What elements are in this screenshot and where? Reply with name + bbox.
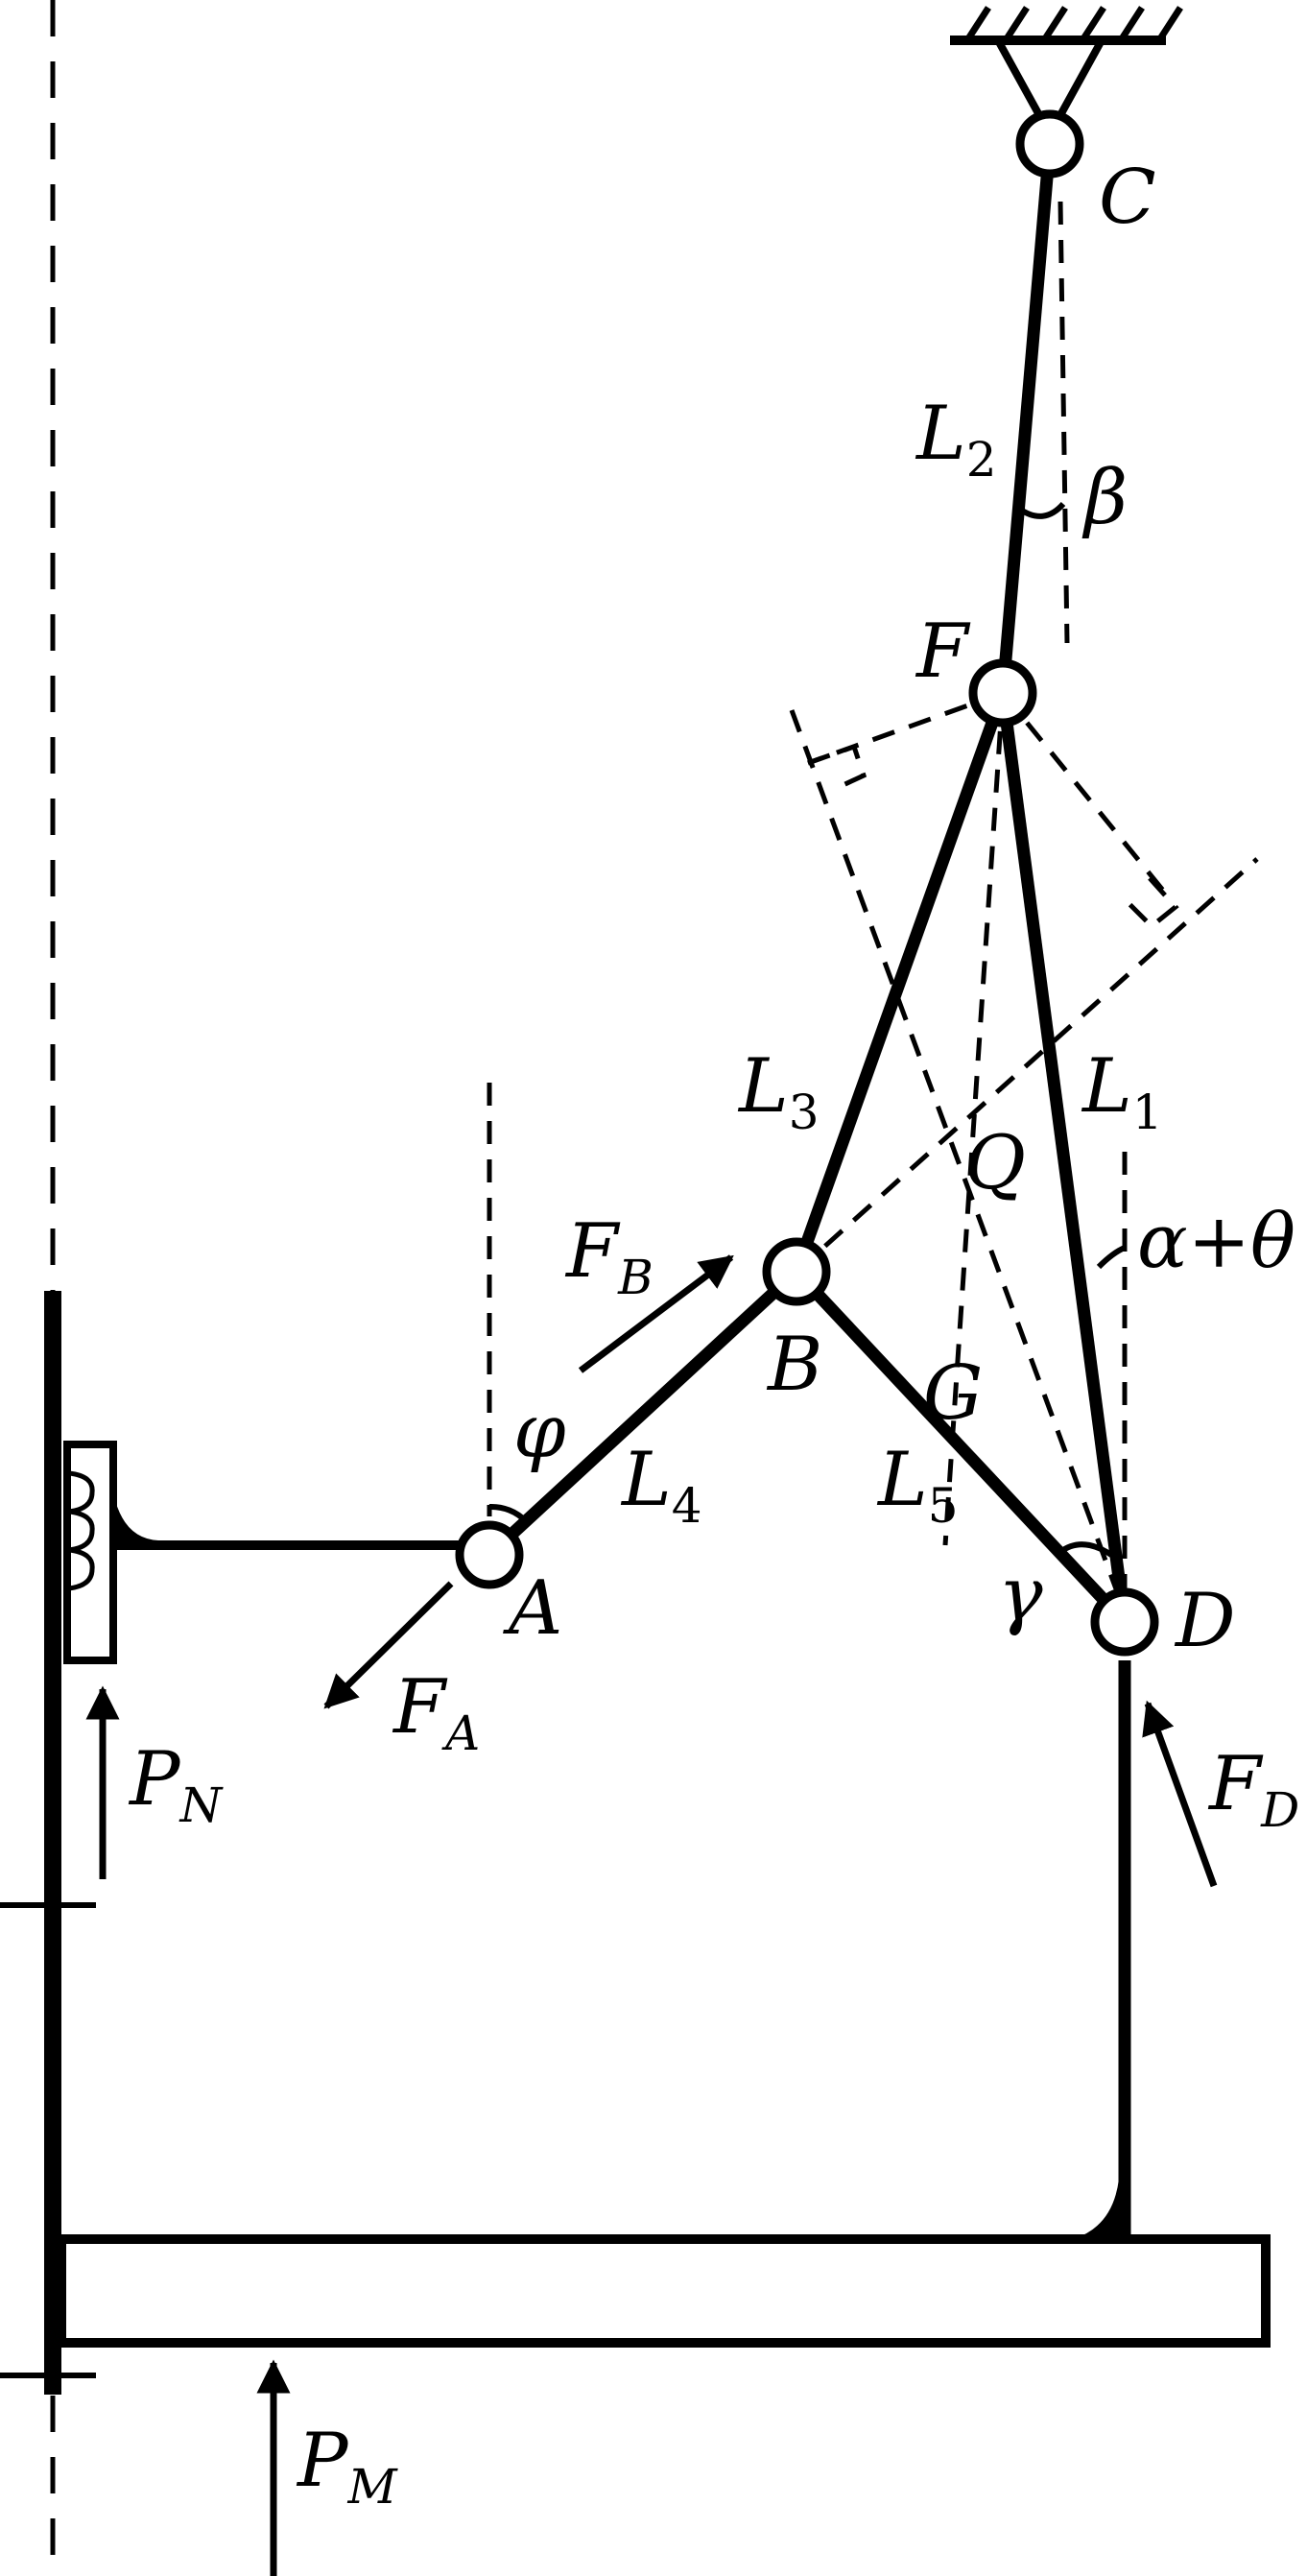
label-L1: L1	[1081, 1043, 1163, 1140]
label-C: C	[1099, 155, 1156, 241]
label-D: D	[1174, 1578, 1236, 1664]
label-L3: L3	[737, 1043, 820, 1140]
label-FD: FD	[1207, 1741, 1299, 1838]
label-A: A	[503, 1565, 562, 1652]
frame	[0, 1291, 1271, 2395]
spring-icon	[68, 1470, 95, 1591]
label-alpha-theta: α+θ	[1137, 1199, 1295, 1285]
base-plate	[57, 2234, 1271, 2348]
labels: C F Q B G A D L2 L3 L1 L4 L5 β φ γ α+θ F…	[128, 155, 1299, 2515]
label-PN: PN	[128, 1736, 224, 1833]
joints	[455, 109, 1159, 1657]
label-Q: Q	[964, 1120, 1026, 1206]
link-L4	[485, 1267, 801, 1560]
joint-C	[1015, 109, 1084, 179]
joint-F	[968, 658, 1037, 727]
arrow-FB	[578, 1254, 734, 1373]
link-L2	[996, 143, 1057, 694]
arrow-FA	[323, 1581, 454, 1709]
link-L1	[996, 692, 1131, 1623]
force-arrows	[85, 1254, 1218, 2576]
joint-B	[762, 1237, 831, 1306]
arrow-FD	[1142, 1700, 1218, 1888]
label-G: G	[923, 1350, 983, 1437]
ground-support	[950, 6, 1183, 143]
construction-lines	[487, 201, 1259, 1613]
label-phi: φ	[513, 1389, 566, 1475]
label-FA: FA	[392, 1664, 480, 1761]
vertical-guide-bar	[44, 1291, 61, 2395]
links	[485, 143, 1131, 1627]
label-beta: β	[1081, 455, 1128, 541]
arc-gamma	[1058, 1541, 1120, 1562]
label-FB: FB	[564, 1208, 654, 1305]
arc-alpha-theta	[1096, 1245, 1127, 1270]
link-L5	[792, 1267, 1129, 1627]
link-L3	[790, 690, 1010, 1275]
joint-D	[1090, 1587, 1159, 1657]
label-F: F	[915, 608, 971, 695]
label-L2: L2	[915, 391, 997, 488]
arc-beta	[1017, 501, 1066, 519]
arc-phi	[488, 1503, 529, 1524]
angle-arcs	[488, 501, 1127, 1562]
label-B: B	[766, 1322, 822, 1408]
label-gamma: γ	[998, 1552, 1043, 1638]
label-L4: L4	[620, 1437, 702, 1534]
label-PM: PM	[296, 2418, 398, 2515]
joint-A	[455, 1520, 524, 1589]
label-L5: L5	[876, 1437, 959, 1534]
